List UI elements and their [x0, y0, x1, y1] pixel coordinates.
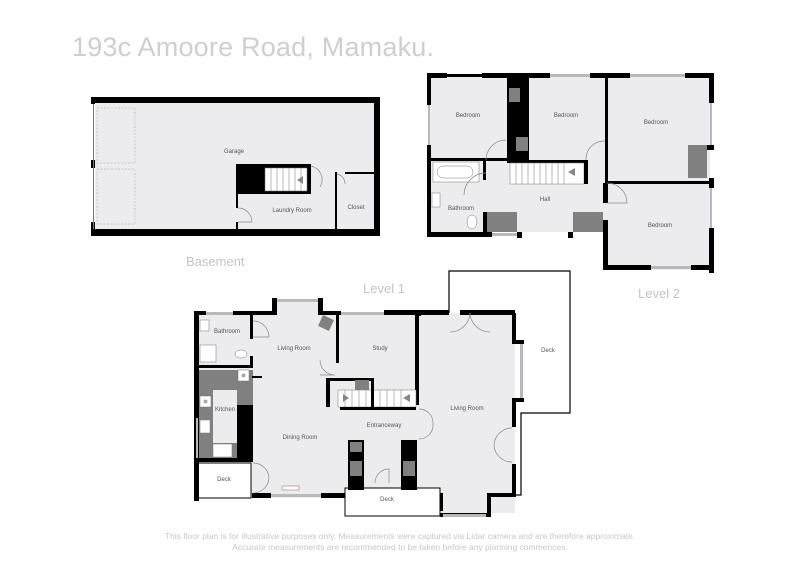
room-label-bathroom-l2: Bathroom	[447, 206, 475, 212]
room-label-kitchen: Kitchen	[214, 407, 236, 413]
room-label-bathroom-l1: Bathroom	[213, 329, 241, 335]
room-label-study: Study	[372, 346, 388, 352]
room-label-living-room-small: Living Room	[277, 346, 311, 352]
basement-plan	[91, 97, 380, 236]
level-label-level1: Level 1	[363, 281, 405, 296]
room-label-hall: Hall	[539, 197, 551, 203]
room-label-dining-room: Dining Room	[282, 435, 318, 441]
disclaimer: This floor plan is for illustrative purp…	[140, 531, 660, 553]
room-label-closet: Closet	[347, 205, 365, 211]
level1-plan	[194, 270, 571, 517]
level-label-level2: Level 2	[638, 286, 680, 301]
room-label-garage: Garage	[223, 149, 245, 155]
room-label-bedroom-4: Bedroom	[647, 223, 673, 229]
room-label-living-room-large: Living Room	[450, 406, 484, 412]
room-label-laundry: Laundry Room	[272, 208, 312, 214]
level-label-basement: Basement	[186, 254, 245, 269]
disclaimer-line-2: Accurate measurements are recommended to…	[232, 542, 568, 552]
room-label-bedroom-1: Bedroom	[455, 113, 481, 119]
disclaimer-line-1: This floor plan is for illustrative purp…	[164, 531, 636, 541]
room-label-bedroom-3: Bedroom	[643, 120, 669, 126]
room-label-deck-left: Deck	[217, 477, 231, 483]
room-label-entranceway: Entranceway	[366, 423, 402, 429]
level2-plan	[427, 73, 714, 273]
room-label-bedroom-2: Bedroom	[553, 113, 579, 119]
page-title: 193c Amoore Road, Mamaku.	[72, 32, 435, 62]
room-label-deck-front: Deck	[380, 497, 394, 503]
room-label-deck-right: Deck	[541, 348, 555, 354]
